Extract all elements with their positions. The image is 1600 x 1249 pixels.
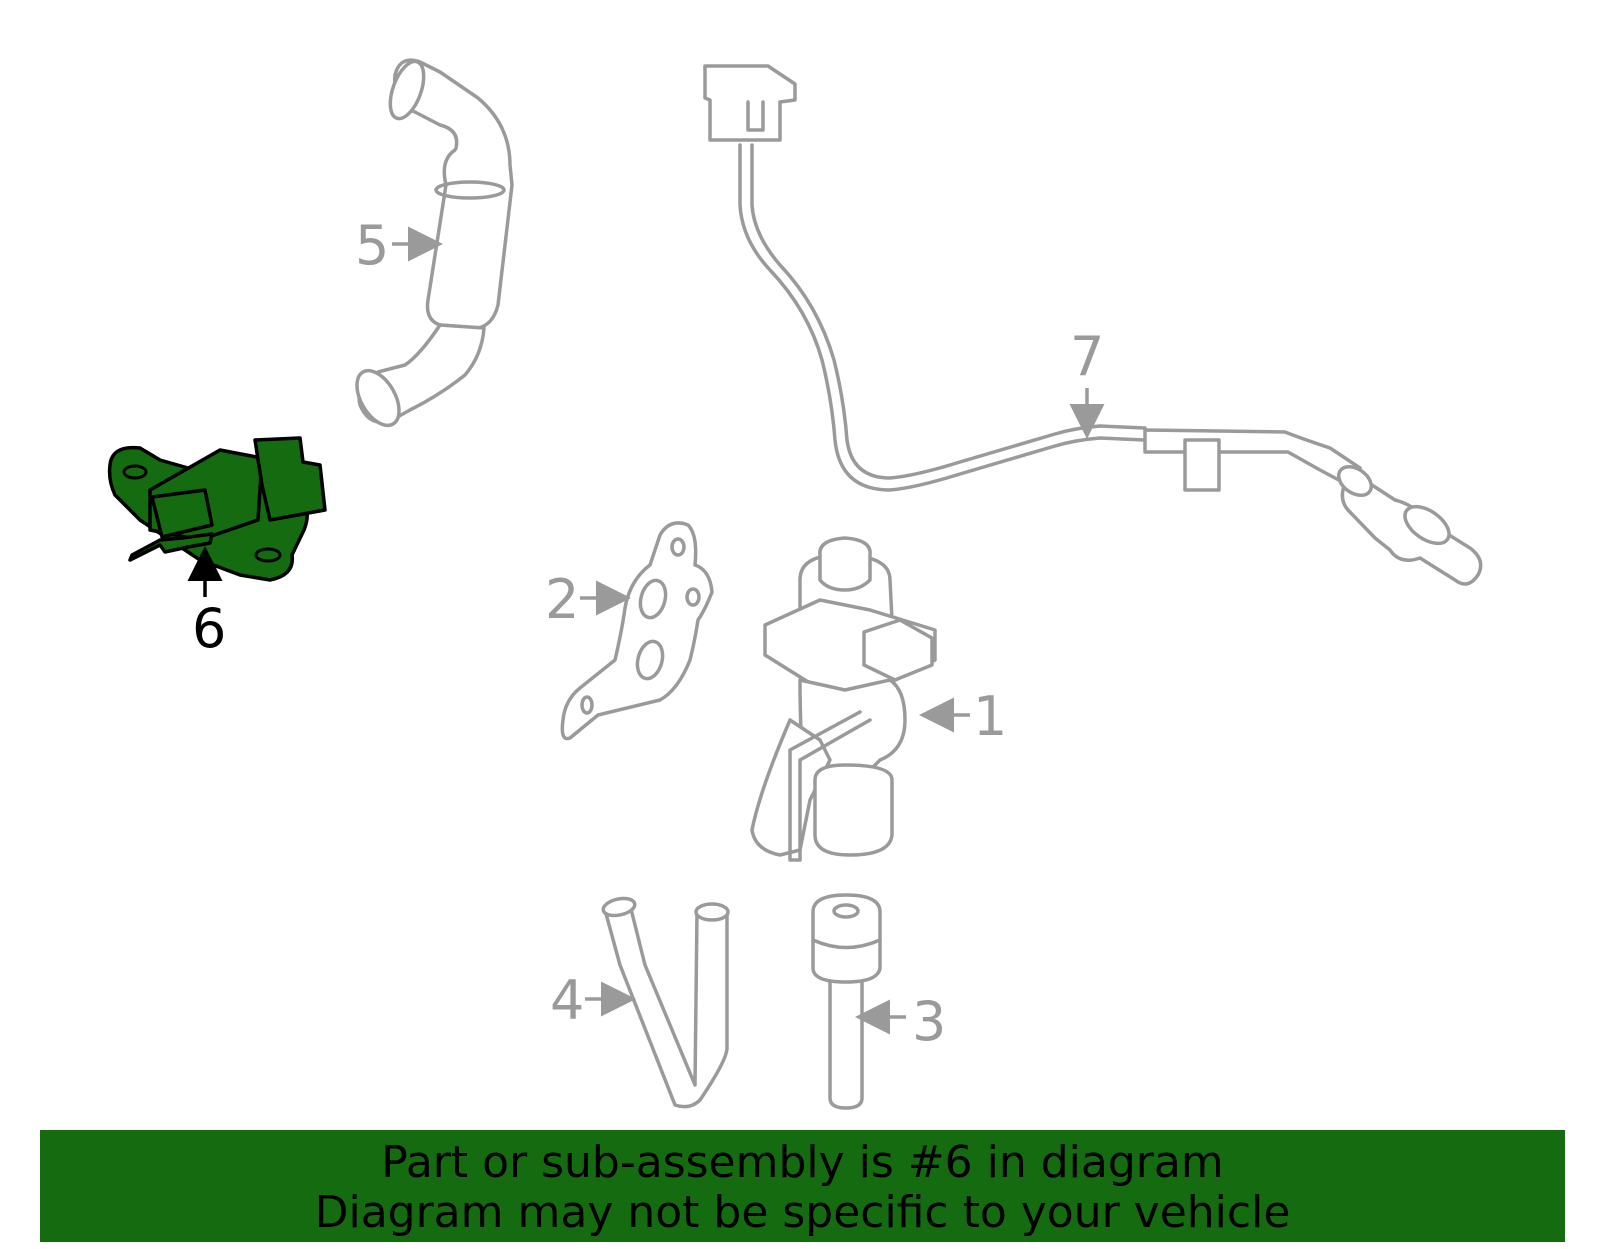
info-banner: Part or sub-assembly is #6 in diagram Di… (40, 1130, 1565, 1242)
part-2-gasket[interactable] (560, 521, 714, 741)
callout-2: 2 (545, 568, 579, 631)
part-4-tube[interactable] (601, 896, 730, 1109)
callout-6: 6 (192, 597, 226, 660)
callout-1: 1 (973, 685, 1007, 748)
part-3-grommet[interactable] (811, 893, 882, 1110)
banner-line-1: Part or sub-assembly is #6 in diagram (381, 1137, 1224, 1188)
callout-5: 5 (355, 214, 389, 277)
part-6-solenoid-highlighted[interactable] (107, 436, 327, 582)
part-1-egr-valve[interactable] (750, 536, 937, 862)
part-5-hose[interactable] (348, 57, 514, 432)
callout-4: 4 (550, 969, 584, 1032)
callout-7: 7 (1070, 325, 1104, 388)
part-7-sensor-harness[interactable] (703, 64, 1483, 586)
banner-line-2: Diagram may not be specific to your vehi… (314, 1187, 1291, 1238)
callout-3: 3 (912, 990, 946, 1053)
